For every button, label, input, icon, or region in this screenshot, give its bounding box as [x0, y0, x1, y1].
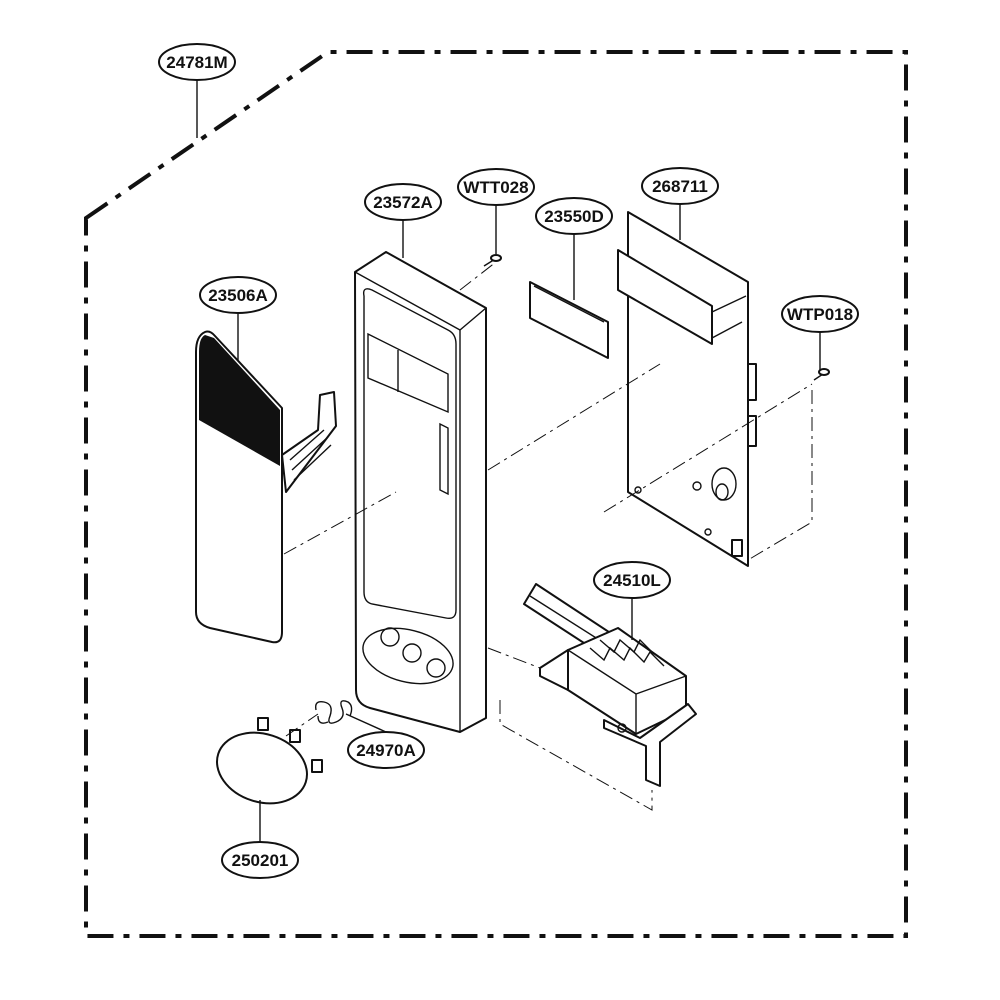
knob-part — [216, 717, 323, 805]
callout-23550D: 23550D — [535, 197, 613, 300]
door-latch-part — [523, 583, 697, 787]
callout-label-knob: 250201 — [232, 851, 289, 870]
callout-label-frame: 24781M — [166, 53, 227, 72]
callout-24970A: 24970A — [345, 713, 425, 769]
callout-268711: 268711 — [641, 167, 719, 240]
assembly-frame-border — [84, 50, 908, 938]
callout-24510L: 24510L — [593, 561, 671, 640]
callout-23506A: 23506A — [199, 276, 277, 360]
callout-label-window: 23550D — [544, 207, 604, 226]
spring-part — [314, 700, 353, 724]
callout-label-door-frame: 23572A — [373, 193, 433, 212]
membrane-switch-part — [195, 330, 337, 644]
display-window-part — [529, 281, 609, 359]
callout-label-membrane: 23506A — [208, 286, 268, 305]
callout-label-latch: 24510L — [603, 571, 661, 590]
control-panel-frame-part — [354, 251, 487, 733]
screw-wtp018-part — [813, 368, 830, 381]
callout-label-spring: 24970A — [356, 741, 416, 760]
callout-WTP018: WTP018 — [781, 295, 859, 370]
callout-label-screw-right: WTP018 — [787, 305, 853, 324]
callout-23572A: 23572A — [364, 183, 442, 258]
assembly-alignment-lines — [283, 261, 813, 811]
callout-WTT028: WTT028 — [457, 168, 535, 254]
callout-250201: 250201 — [221, 800, 299, 879]
callout-label-pcb: 268711 — [652, 177, 708, 196]
callout-label-screw-top: WTT028 — [463, 178, 528, 197]
callout-24781M: 24781M — [158, 43, 236, 138]
screw-wtt028-part — [483, 254, 502, 267]
circuit-board-part — [617, 211, 757, 567]
